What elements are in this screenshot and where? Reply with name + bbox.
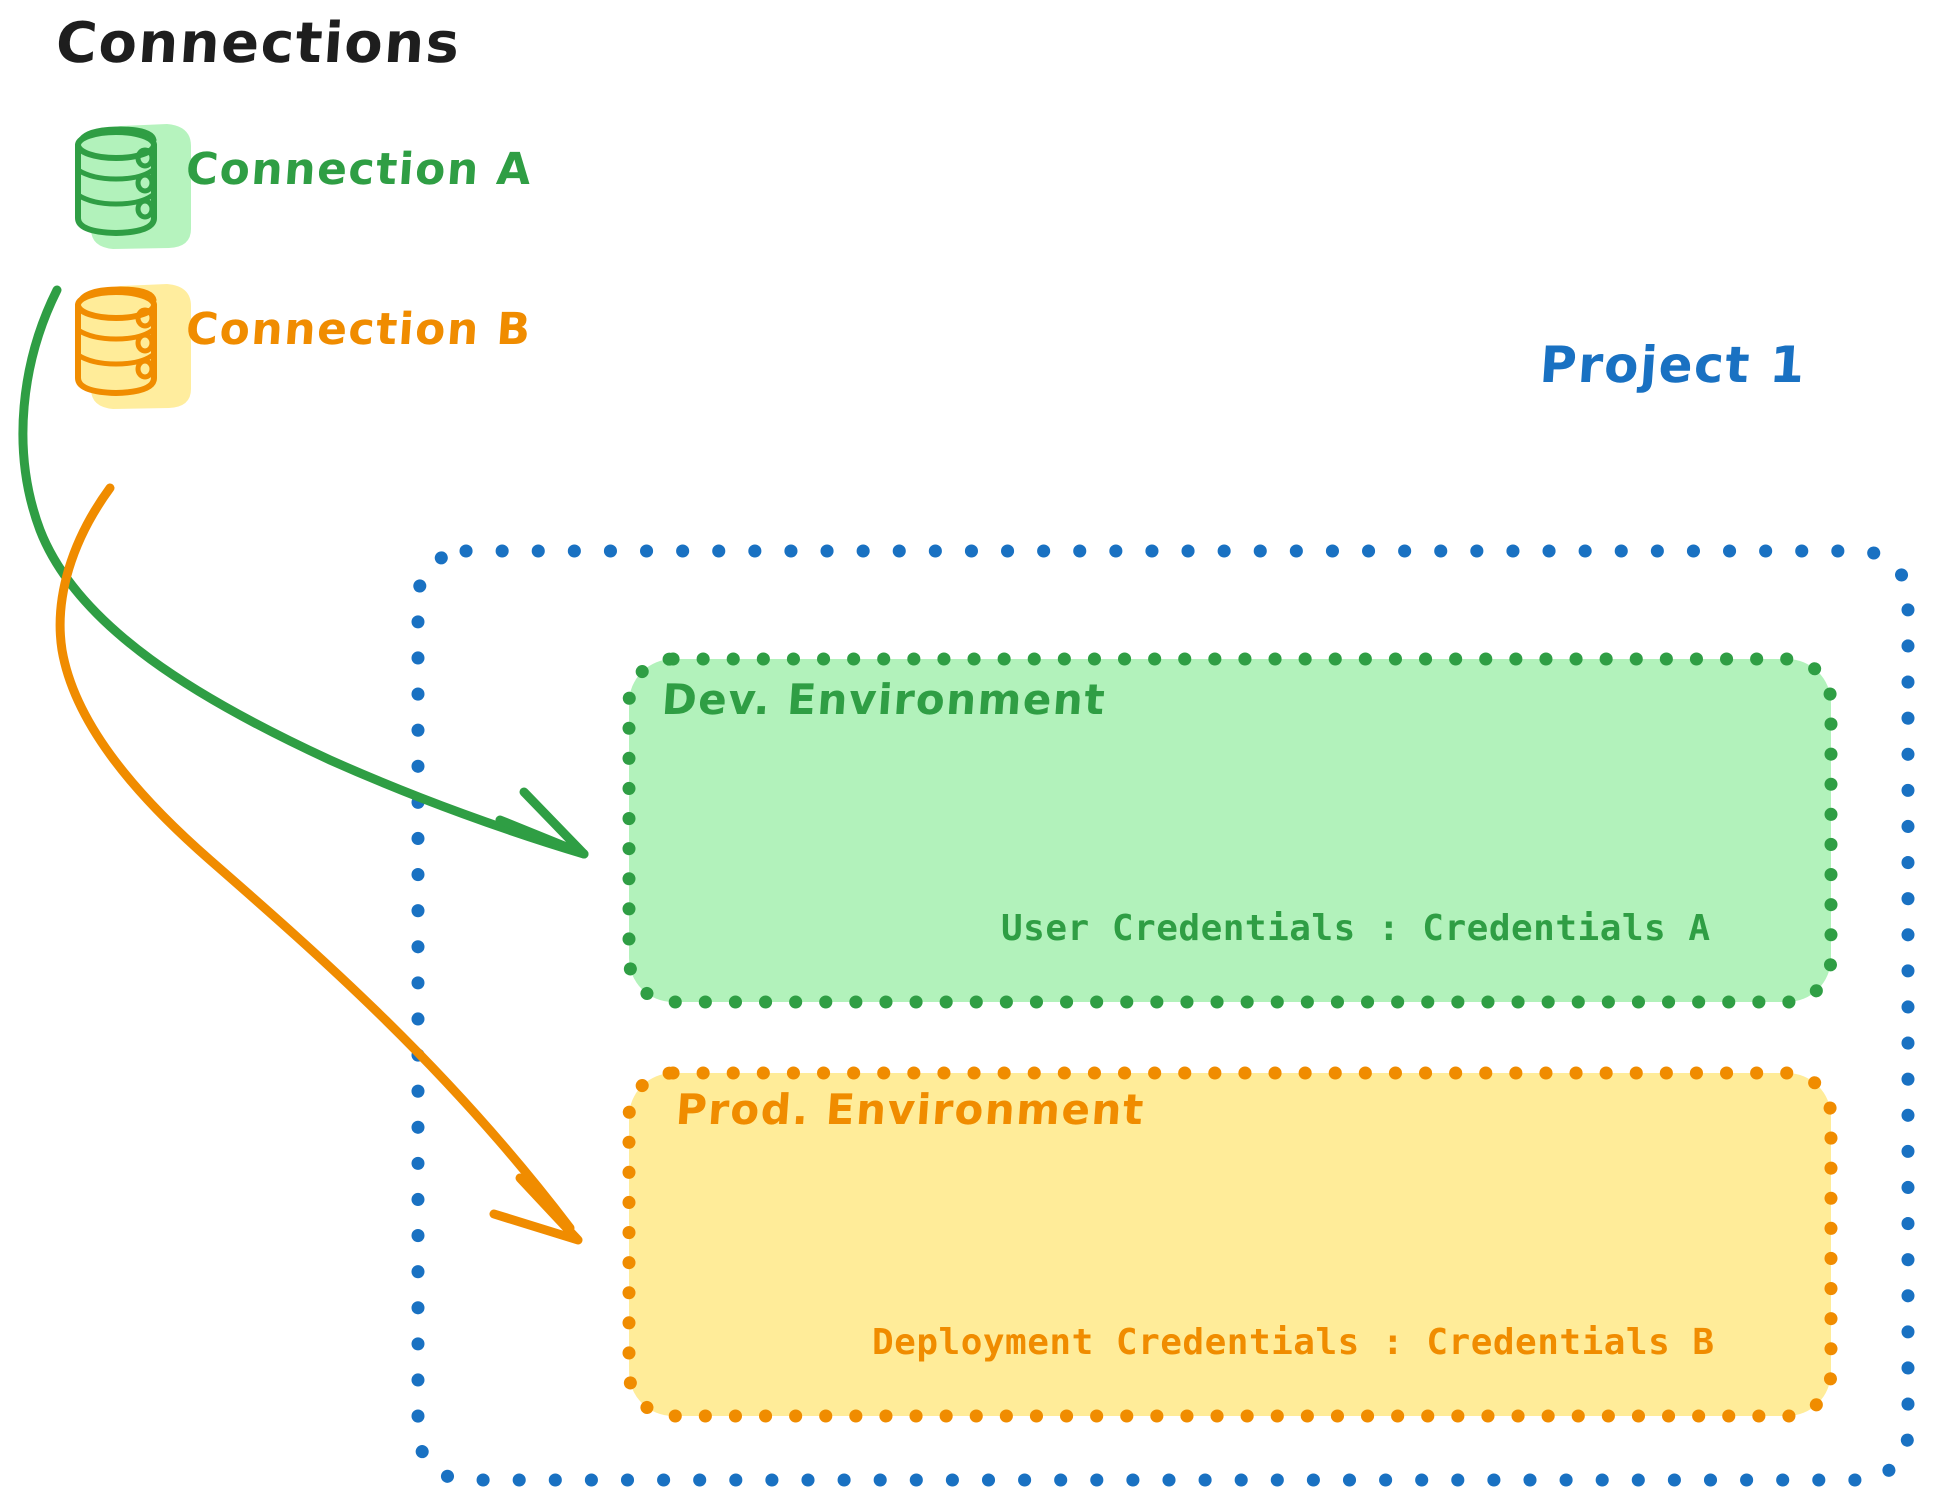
connection-b-label: Connection B [184, 304, 534, 355]
arrow-connection-b-to-prod [55, 483, 583, 1245]
arrowhead-green [495, 787, 589, 859]
database-cylinder-icon-connection-b[interactable] [75, 284, 191, 409]
prod-environment-credentials: Deployment Credentials : Credentials B [872, 1322, 1715, 1363]
arrowhead-orange [489, 1173, 583, 1245]
prod-environment-fill [629, 1073, 1831, 1416]
dev-environment-title: Dev. Environment [660, 675, 1108, 724]
project-title-label: Project 1 [1537, 336, 1808, 394]
dev-environment-credentials: User Credentials : Credentials A [1001, 908, 1711, 949]
project-container-border [411, 544, 1915, 1487]
prod-environment-title: Prod. Environment [674, 1085, 1147, 1134]
connection-a-label: Connection A [184, 144, 534, 195]
page-title: Connections [53, 11, 463, 76]
dev-environment-fill [629, 659, 1831, 1002]
database-cylinder-icon-connection-a[interactable] [75, 124, 191, 249]
arrow-connection-a-to-dev [18, 285, 589, 859]
